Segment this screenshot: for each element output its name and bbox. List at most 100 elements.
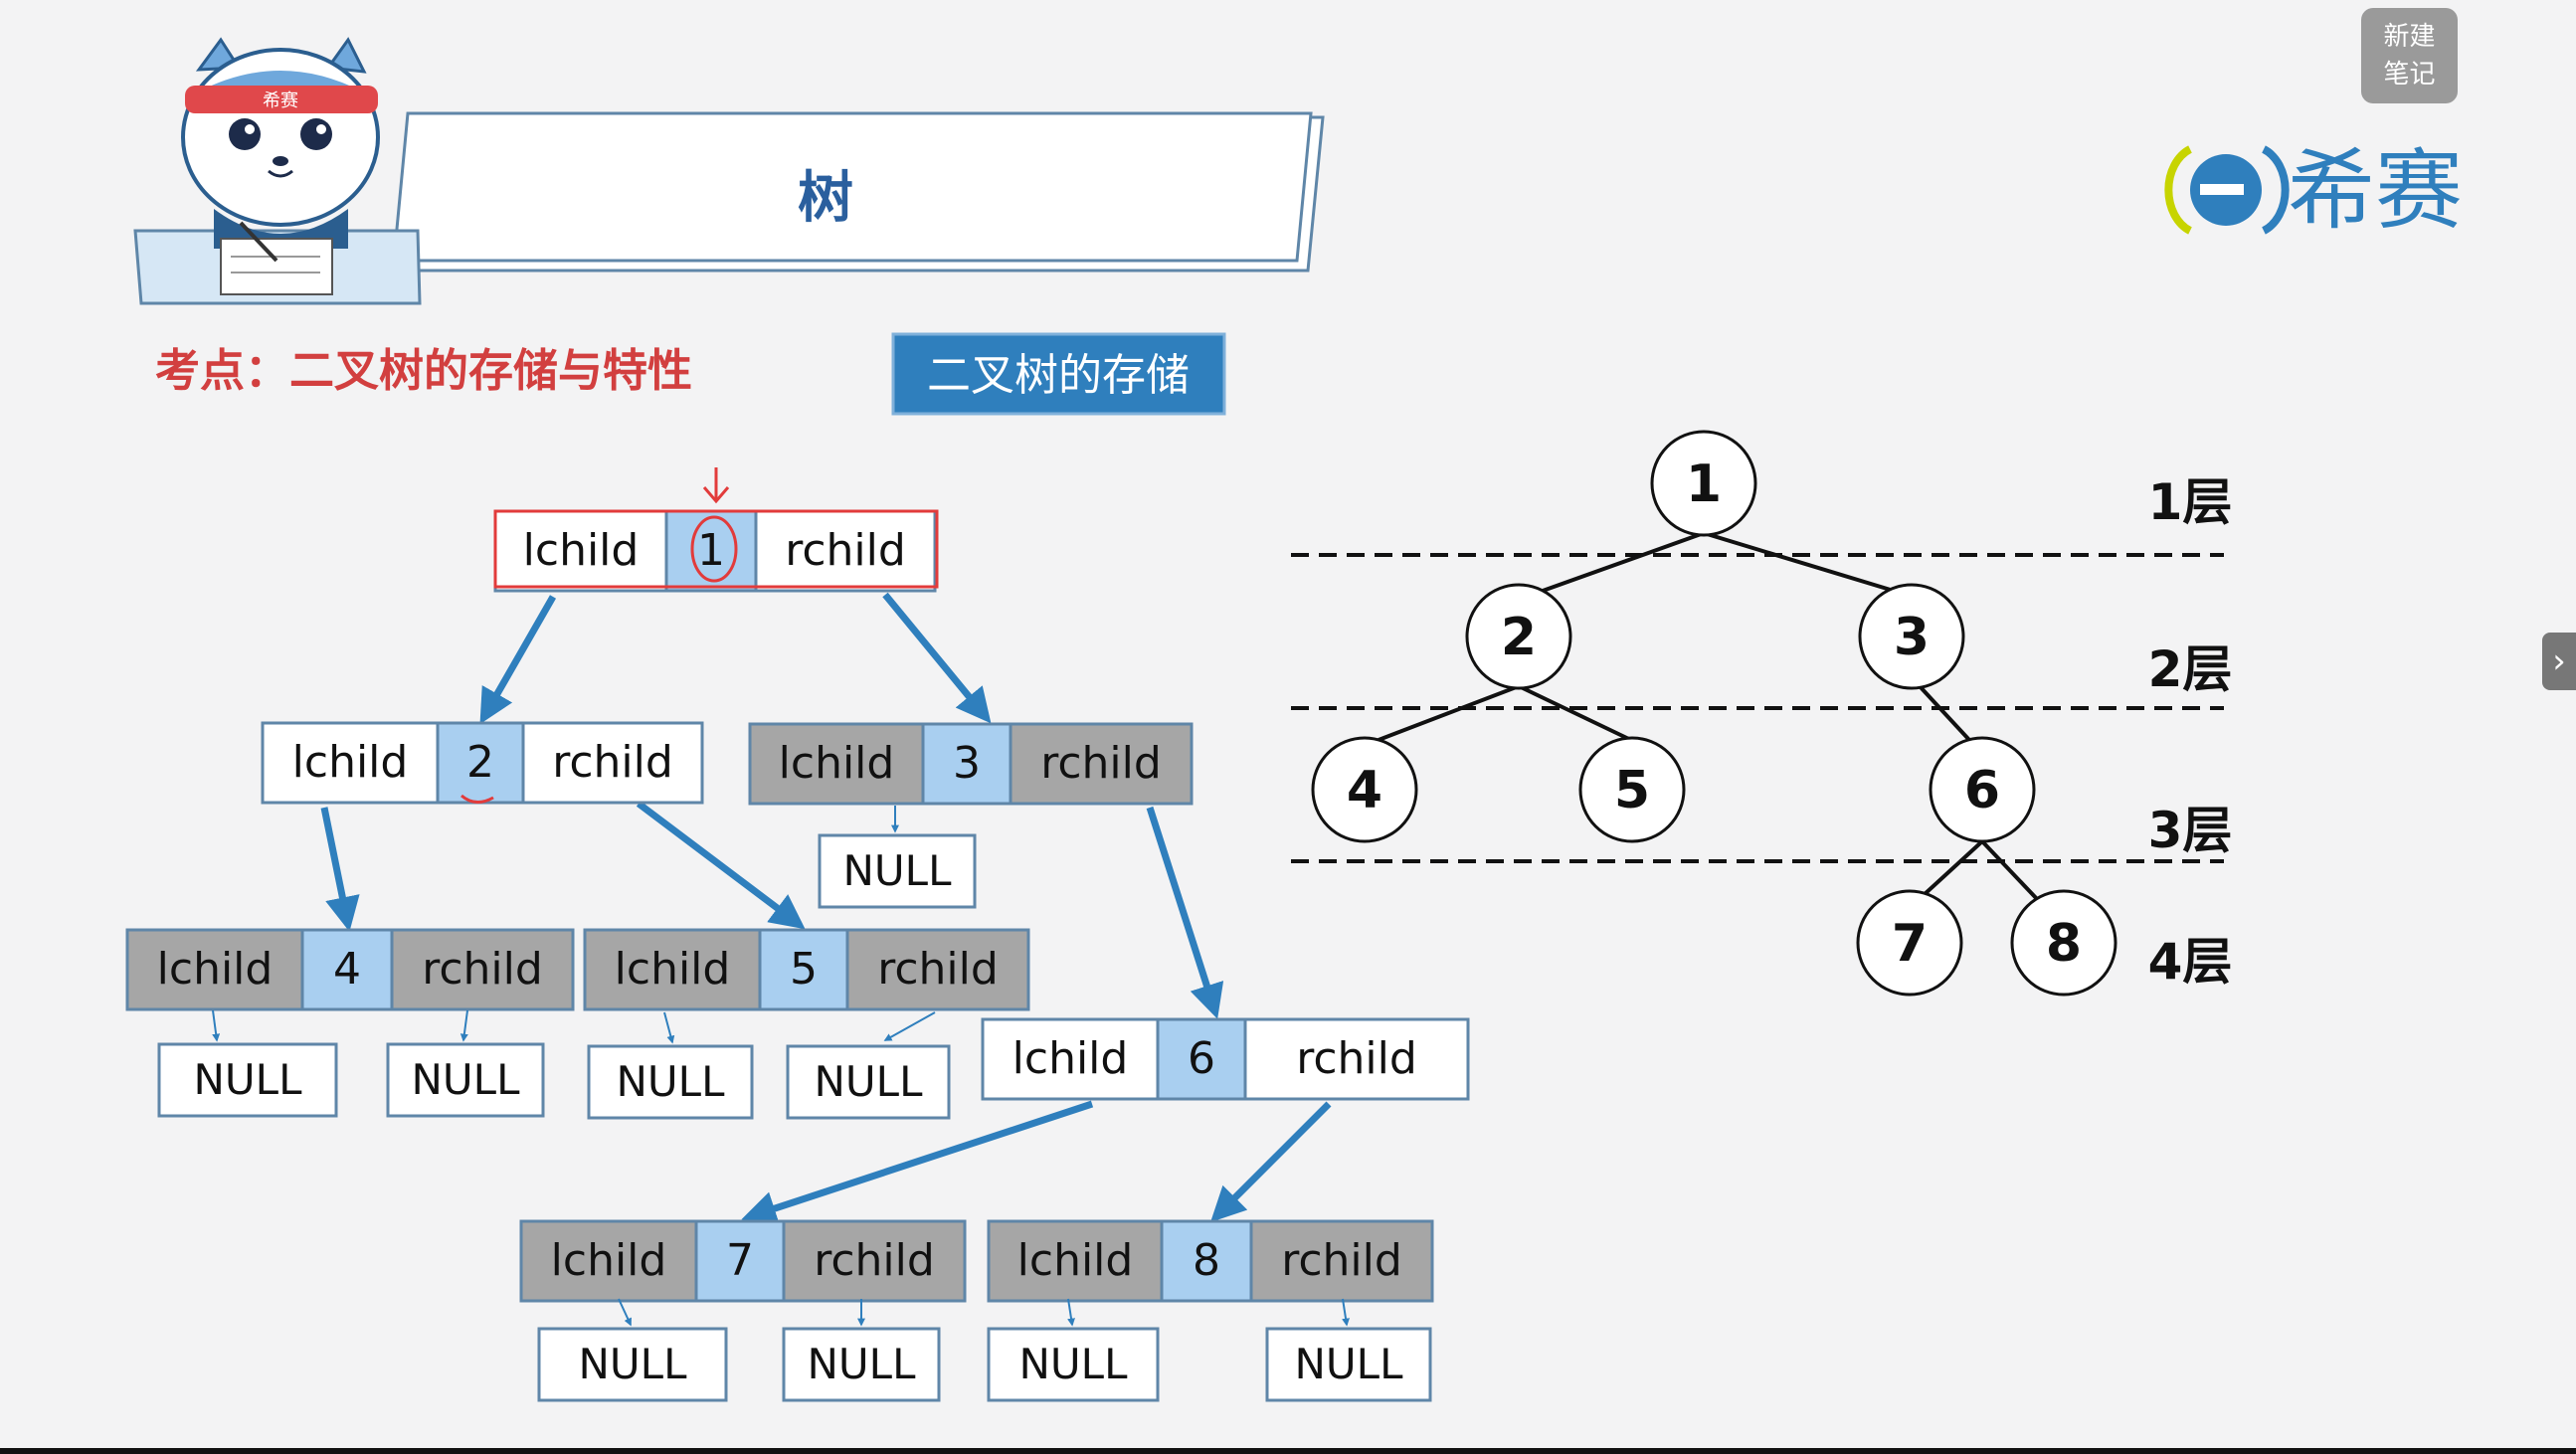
null-cell: [786, 1044, 951, 1120]
tree-edge: [1378, 684, 1520, 742]
null-box: NULL: [386, 1009, 545, 1118]
tree-node-label: 4: [1347, 761, 1382, 820]
rchild-cell: [782, 1219, 967, 1303]
side-tab-glyph: ›: [2552, 641, 2566, 681]
null-label: NULL: [815, 1057, 924, 1106]
null-label: NULL: [194, 1055, 303, 1104]
lchild-cell: [261, 721, 440, 805]
null-label: NULL: [1295, 1340, 1404, 1388]
rchild-cell: [845, 928, 1030, 1011]
lchild-label: lchild: [523, 525, 640, 576]
null-cell: [386, 1042, 545, 1118]
node-value-label: 1: [697, 525, 725, 576]
rchild-label: rchild: [877, 944, 999, 995]
tree-node-label: 1: [1686, 454, 1722, 514]
null-pointer-arrow: [460, 1009, 468, 1042]
null-label: NULL: [412, 1055, 521, 1104]
tree-edge: [1922, 839, 1984, 897]
null-label: NULL: [843, 846, 953, 895]
null-box: NULL: [157, 1009, 338, 1118]
value-cell: [300, 928, 394, 1011]
pointer-arrow: [741, 1100, 1094, 1225]
null-label: NULL: [617, 1057, 726, 1106]
tree-node-circle: [1578, 736, 1686, 843]
lchild-label: lchild: [779, 738, 895, 789]
chevron-right-icon[interactable]: ›: [2542, 633, 2576, 690]
null-cell: [157, 1042, 338, 1118]
tree-node: 8: [2010, 889, 2117, 997]
tree-node: 4: [1311, 736, 1418, 843]
level-label: 4层: [2148, 933, 2233, 991]
tree-edge: [1518, 684, 1636, 744]
rchild-cell: [1249, 1219, 1434, 1303]
value-cell: [758, 928, 849, 1011]
pointer-arrow: [320, 807, 360, 932]
lchild-label: lchild: [1012, 1033, 1129, 1084]
title-banner: 树: [392, 111, 1325, 273]
null-cell: [537, 1327, 728, 1402]
null-pointer-arrow: [1342, 1298, 1350, 1327]
node-value-label: 7: [726, 1235, 754, 1286]
new-note-button[interactable]: 新建 笔记: [2361, 8, 2458, 103]
value-cell: [1160, 1219, 1253, 1303]
tree-node: 7: [1856, 889, 1963, 997]
null-pointer-arrow: [883, 1011, 936, 1041]
tree-node-circle: [1858, 583, 1965, 690]
tree-node: 1: [1650, 430, 1757, 537]
lchild-label: lchild: [292, 737, 409, 788]
null-box: NULL: [537, 1298, 728, 1402]
pointer-arrow: [479, 595, 557, 725]
level-divider-lines: [1291, 553, 2224, 863]
mascot-headband-text: 希赛: [263, 91, 298, 111]
tree-node: 5: [1578, 736, 1686, 843]
null-cell: [987, 1327, 1160, 1402]
null-pointer-arrow: [663, 1011, 675, 1044]
tree-node-label: 2: [1501, 608, 1537, 667]
level-label: 3层: [2148, 802, 2233, 859]
null-box: NULL: [1265, 1298, 1432, 1402]
level-label: 1层: [2148, 473, 2233, 531]
value-cell: [1156, 1017, 1247, 1101]
tree-edge: [1980, 839, 2041, 903]
tree-node-label: 7: [1892, 914, 1928, 974]
tree-node-circle: [1856, 889, 1963, 997]
node-value-label: 6: [1188, 1033, 1215, 1084]
node-value-label: 3: [953, 738, 981, 789]
tree-edges: [1378, 531, 2041, 903]
section-tag: 二叉树的存储: [891, 332, 1226, 416]
lchild-cell: [981, 1017, 1160, 1101]
tree-node-label: 6: [1964, 761, 2000, 820]
value-cell: [921, 722, 1012, 806]
rchild-cell: [754, 509, 937, 593]
tree-node-label: 8: [2046, 914, 2082, 974]
mascot-cat-illustration: 希赛: [133, 37, 422, 305]
rchild-cell: [390, 928, 575, 1011]
null-cell: [818, 833, 977, 909]
lchild-label: lchild: [615, 944, 731, 995]
null-label: NULL: [808, 1340, 917, 1388]
new-note-line2: 笔记: [2383, 60, 2436, 90]
null-label: NULL: [1019, 1340, 1129, 1388]
null-cell: [782, 1327, 941, 1402]
rchild-label: rchild: [785, 525, 906, 576]
tree-node-circle: [1311, 736, 1418, 843]
pointer-arrow: [1210, 1101, 1332, 1222]
tree-edge: [1542, 531, 1705, 593]
page-title: 树: [798, 166, 853, 231]
node-value-label: 2: [466, 737, 494, 788]
null-label: NULL: [579, 1340, 688, 1388]
pointer-arrow: [1146, 806, 1224, 1019]
null-box: NULL: [786, 1011, 951, 1120]
xisai-logo: 希赛: [2164, 139, 2463, 242]
null-box: NULL: [818, 806, 977, 909]
tree-node-circle: [1465, 583, 1572, 690]
logo-text: 希赛: [2288, 139, 2463, 242]
tree-node-label: 5: [1614, 761, 1650, 820]
node-value-label: 5: [790, 944, 818, 995]
